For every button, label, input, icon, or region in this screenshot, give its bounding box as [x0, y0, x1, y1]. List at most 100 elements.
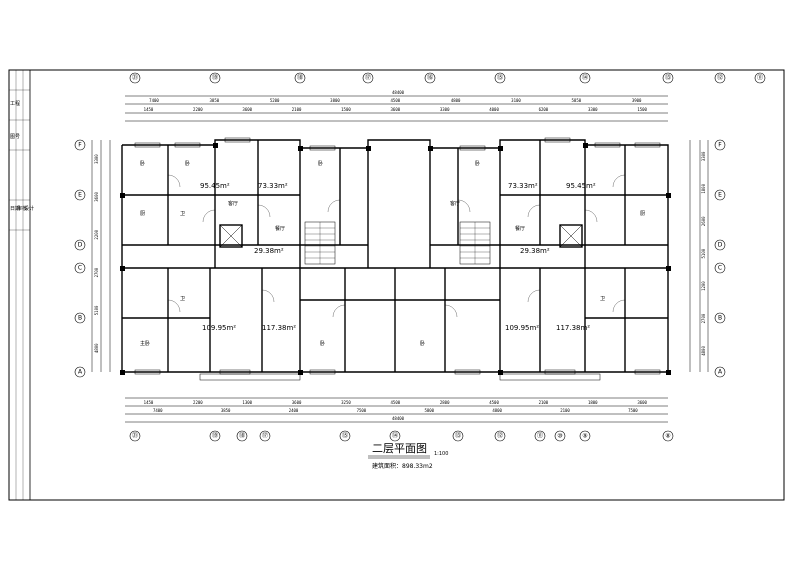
- room-label: 客厅: [450, 200, 460, 207]
- dim-top-1: 4500: [391, 98, 401, 103]
- axis-right-0-label: F: [718, 142, 722, 149]
- title-block: 工程 图号 日期 审核 设计: [9, 70, 34, 500]
- dim-bottom-1: 2800: [440, 400, 450, 405]
- dim-top-2: 3600: [242, 107, 252, 112]
- dimension-lines: [91, 95, 709, 423]
- title-block-text-3: 日期: [10, 206, 20, 212]
- axis-bottom-5-circle: [389, 430, 401, 442]
- dim-top-1: 5850: [572, 98, 582, 103]
- axis-top-5-circle: [494, 72, 506, 84]
- dim-right: 5100: [701, 248, 706, 258]
- room-labels: 卧 卧 客厅 卫 厨 卧 餐厅 主卧 卫 卧 客厅 卧 厨 卫 卧 餐厅: [140, 160, 645, 347]
- axis-bottom-10-circle: [579, 430, 591, 442]
- title-block-text-4: 审核: [17, 205, 27, 212]
- unit-area-8: 117.38m²: [556, 324, 590, 332]
- dim-left: 3600: [94, 192, 99, 202]
- axis-bottom-7-circle: [494, 430, 506, 442]
- axis-right-2-circle: [714, 239, 726, 251]
- room-label: 卧: [318, 160, 323, 167]
- windows: [134, 137, 661, 381]
- axis-bottom-2-circle: [236, 430, 248, 442]
- elevator-right: [559, 224, 583, 248]
- axis-top-9-label: ⑪: [757, 74, 763, 82]
- axis-left-2-label: D: [78, 242, 83, 249]
- dim-bottom-1: 3600: [292, 400, 302, 405]
- area-note: 建筑面积：898.33m2: [372, 462, 433, 470]
- stair-right: [459, 221, 491, 265]
- axis-top-6-circle: [579, 72, 591, 84]
- room-label: 厨: [640, 211, 645, 217]
- dim-top-2: 1450: [144, 107, 154, 112]
- room-label: 主卧: [140, 340, 150, 347]
- axis-bottom-3-label: ⑰: [262, 432, 268, 440]
- axis-bottom-0-label: ㉑: [132, 432, 138, 440]
- room-label: 餐厅: [275, 225, 285, 232]
- drawing-frame: [29, 69, 785, 501]
- axis-left-2-circle: [74, 239, 86, 251]
- unit-area-3: 73.33m²: [508, 182, 538, 190]
- dim-bottom-2: 3850: [221, 408, 231, 413]
- drawing-title: 二层平面图: [372, 442, 427, 455]
- axis-bottom-1-label: ⑲: [212, 432, 218, 440]
- dim-bottom-1: 4500: [489, 400, 499, 405]
- axis-bottom-4-label: ⑮: [342, 432, 348, 440]
- axis-top-9-circle: [754, 72, 766, 84]
- dim-top-2: 3300: [440, 107, 450, 112]
- dim-bottom-1: 3250: [341, 400, 351, 405]
- axis-top-8-label: ⑫: [717, 74, 723, 82]
- dim-left: 2700: [94, 267, 99, 277]
- unit-area-1: 95.45m²: [200, 182, 230, 190]
- axis-top-4-circle: [424, 72, 436, 84]
- axis-bottom-11-circle: [662, 430, 674, 442]
- dim-bottom-2: 5800: [424, 408, 434, 413]
- axis-bottom-6-label: ⑬: [455, 432, 461, 440]
- axis-top-2-circle: [294, 72, 306, 84]
- unit-area-7: 109.95m²: [505, 324, 539, 332]
- dim-bottom-1: 1450: [144, 400, 154, 405]
- dim-top-2: 6200: [539, 107, 549, 112]
- axis-bottom-8-circle: [534, 430, 546, 442]
- dim-bottom-1: 1300: [242, 400, 252, 405]
- axis-top-8-circle: [714, 72, 726, 84]
- unit-area-6: 117.38m²: [262, 324, 296, 332]
- overall-dim-bottom: 48400: [392, 416, 405, 421]
- dim-top-2: 2200: [193, 107, 203, 112]
- axis-bottom-2-label: ⑱: [239, 432, 245, 440]
- axis-top-6-label: ⑭: [582, 74, 588, 82]
- dim-right: 4800: [701, 346, 706, 356]
- room-label: 卧: [420, 340, 425, 347]
- axis-left-3-label: C: [78, 265, 82, 272]
- dim-bottom-1: 2100: [539, 400, 549, 405]
- overall-dim-top: 48400: [392, 90, 405, 95]
- axis-bottom-9-label: ⑩: [557, 433, 562, 440]
- axis-left-3-circle: [74, 262, 86, 274]
- room-label: 卫: [600, 296, 605, 302]
- dim-bottom-1: 1800: [588, 400, 598, 405]
- dim-bottom-1: 3600: [637, 400, 647, 405]
- dim-top-1: 3850: [210, 98, 220, 103]
- dim-right: 1200: [701, 281, 706, 291]
- dim-left: 3300: [94, 154, 99, 164]
- room-label: 餐厅: [515, 225, 525, 232]
- unit-areas: 95.45m² 73.33m² 73.33m² 95.45m² 109.95m²…: [200, 182, 596, 332]
- dim-top-1: 7400: [149, 98, 159, 103]
- axis-top-0-label: ㉑: [132, 74, 138, 82]
- axis-right-4-circle: [714, 312, 726, 324]
- dim-top-2: 2100: [292, 107, 302, 112]
- axis-left-4-circle: [74, 312, 86, 324]
- elevator-left: [219, 224, 243, 248]
- unit-area-4: 95.45m²: [566, 182, 596, 190]
- axis-top-3-circle: [362, 72, 374, 84]
- axis-left-5-circle: [74, 366, 86, 378]
- axis-bottom-3-circle: [259, 430, 271, 442]
- dim-bottom-2: 2400: [289, 408, 299, 413]
- axis-bottom-5-label: ⑭: [392, 432, 398, 440]
- door-swings: [167, 174, 626, 318]
- dim-left: 5100: [94, 305, 99, 315]
- dim-right: 1800: [701, 183, 706, 193]
- axis-left-4-label: B: [78, 315, 82, 322]
- axis-right-5-label: A: [718, 369, 723, 376]
- dim-bottom-2: 7500: [628, 408, 638, 413]
